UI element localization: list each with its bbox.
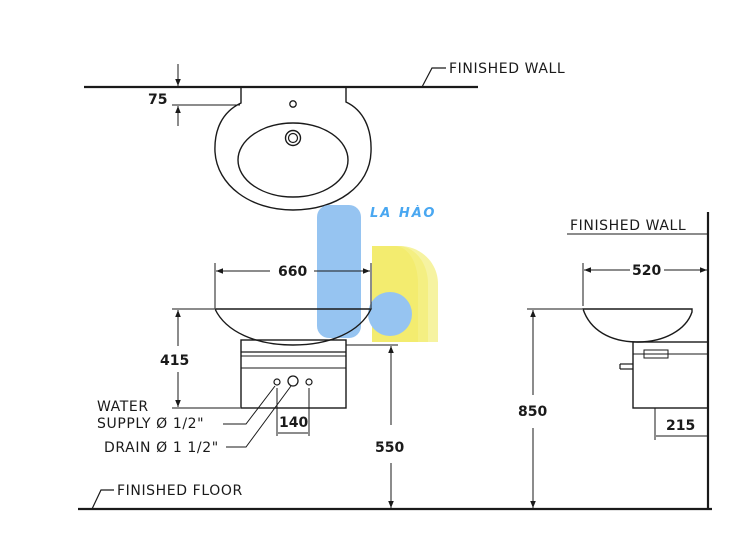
dim-140: 140	[279, 415, 308, 431]
dim-215: 215	[666, 418, 695, 434]
drain-hole-outer	[284, 129, 302, 147]
basin-side-outline	[582, 308, 693, 343]
pedestal-box	[240, 339, 347, 409]
basin-bowl-top	[237, 122, 349, 198]
logo-blue-dot	[368, 292, 412, 336]
drain-label: DRAIN Ø 1 1/2"	[104, 440, 219, 456]
finished-wall-side-label: FINISHED WALL	[570, 218, 686, 234]
side-view: FINISHED WALL 520 850 215	[518, 212, 710, 509]
floor: FINISHED FLOOR	[78, 483, 712, 511]
water-supply-port-2	[305, 378, 313, 386]
water-supply-label-2: SUPPLY Ø 1/2"	[97, 416, 204, 432]
drain-leader	[226, 385, 292, 448]
top-wall-leader	[421, 67, 446, 88]
dim-850: 850	[518, 404, 547, 420]
dim-550: 550	[375, 440, 404, 456]
logo-text: LA HÀO	[370, 205, 436, 221]
floor-leader	[91, 489, 114, 510]
dim-75: 75	[148, 92, 167, 108]
side-pedestal-tab	[643, 349, 669, 359]
dim-660: 660	[278, 264, 307, 280]
watermark-logo: LA HÀO	[317, 205, 438, 342]
water-supply-leader	[223, 385, 276, 425]
top-view: FINISHED WALL 75	[84, 61, 565, 211]
tap-hole	[289, 100, 297, 108]
drain-hole-inner	[287, 132, 299, 144]
water-supply-label-1: WATER	[97, 399, 149, 415]
drain-port	[287, 375, 299, 387]
finished-floor-label: FINISHED FLOOR	[117, 483, 243, 499]
water-supply-port	[273, 378, 281, 386]
dim-415: 415	[160, 353, 189, 369]
basin-top-outline	[214, 87, 372, 211]
side-pedestal	[632, 341, 709, 409]
dim-520: 520	[632, 263, 661, 279]
finished-wall-top-label: FINISHED WALL	[449, 61, 565, 77]
front-view: 660 415 140 WATER SUPPLY Ø 1/2" DRAIN Ø …	[97, 263, 404, 508]
basin-front-outline	[213, 308, 373, 346]
